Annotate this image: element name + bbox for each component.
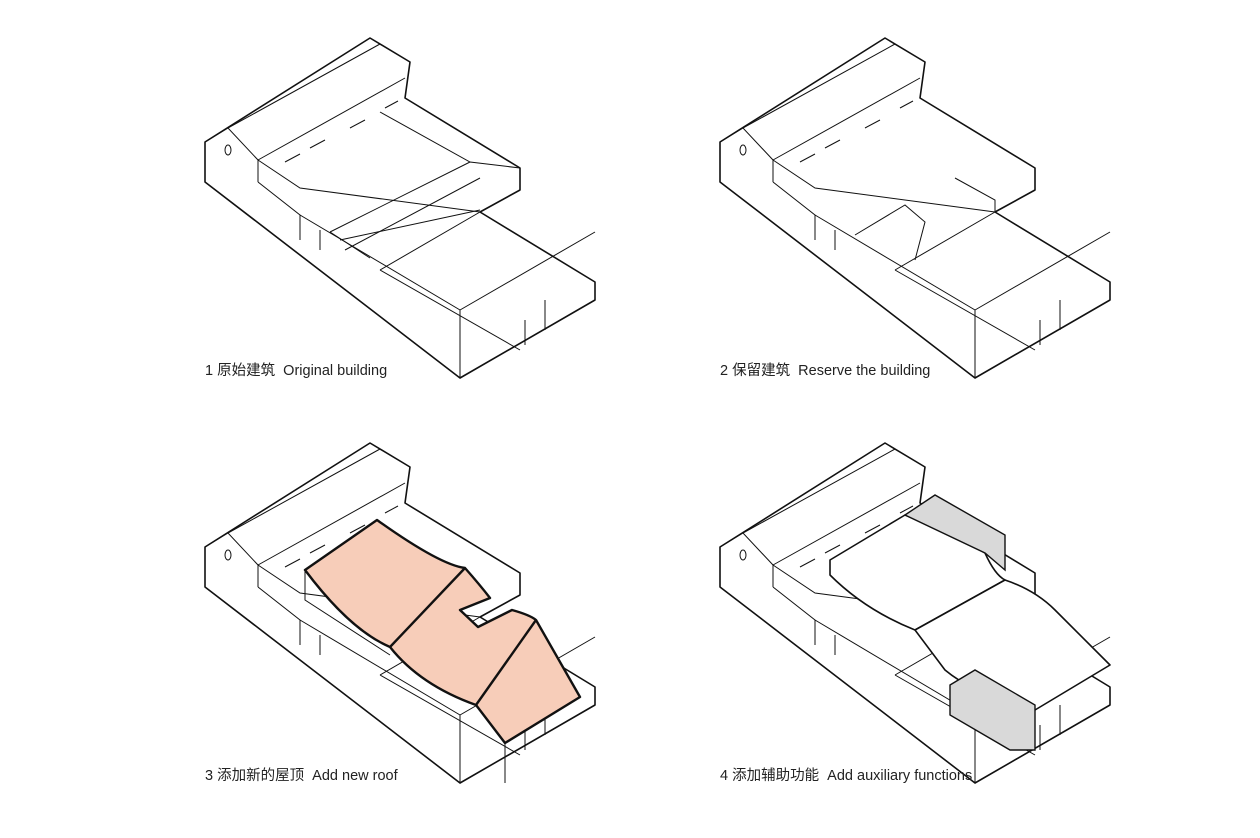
caption-panel-2: 2 保留建筑 Reserve the building: [720, 359, 930, 380]
panel-1-original-building: [204, 37, 596, 379]
caption-chinese: 添加新的屋顶: [217, 768, 305, 784]
auxiliary-box-top: [903, 494, 1006, 572]
caption-english: Original building: [283, 363, 388, 379]
caption-number: 3: [205, 768, 214, 784]
caption-panel-1: 1 原始建筑 Original building: [205, 359, 387, 380]
caption-panel-4: 4 添加辅助功能 Add auxiliary functions: [720, 764, 972, 785]
caption-chinese: 保留建筑: [732, 363, 791, 379]
caption-panel-3: 3 添加新的屋顶 Add new roof: [205, 764, 398, 785]
auxiliary-box-bottom: [949, 669, 1036, 751]
caption-chinese: 原始建筑: [217, 363, 276, 379]
panel-3-add-new-roof: [204, 442, 596, 784]
caption-english: Add auxiliary functions: [827, 768, 973, 784]
panel-2-reserve-building: [719, 37, 1111, 379]
caption-number: 1: [205, 363, 214, 379]
new-roof: [303, 518, 582, 745]
caption-chinese: 添加辅助功能: [732, 768, 820, 784]
panel-4-add-auxiliary-functions: [719, 442, 1111, 784]
caption-number: 4: [720, 768, 729, 784]
caption-number: 2: [720, 363, 729, 379]
caption-english: Reserve the building: [798, 363, 931, 379]
caption-english: Add new roof: [312, 768, 398, 784]
